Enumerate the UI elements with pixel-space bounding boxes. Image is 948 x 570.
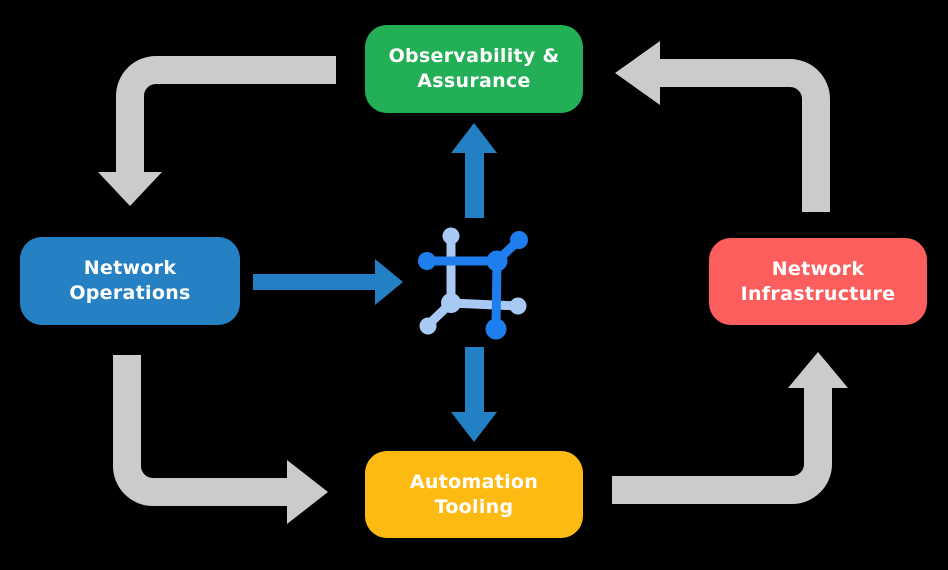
node-label-line1: Network	[83, 257, 177, 279]
network-mesh-icon-light-part	[419, 227, 527, 335]
node-label-line2: Infrastructure	[740, 282, 896, 305]
node-label-line2: Assurance	[417, 70, 531, 92]
node-label-line1: Observability &	[388, 45, 560, 67]
node-network-operations: Network Operations	[20, 237, 240, 325]
node-label-line2: Tooling	[434, 495, 514, 518]
node-automation-tooling: Automation Tooling	[365, 451, 583, 538]
cycle-arrow-tooling-to-infrastructure	[612, 352, 848, 504]
cycle-arrow-operations-to-tooling	[113, 355, 328, 524]
flow-arrow-operations-to-center	[253, 259, 403, 305]
network-mesh-icon	[418, 227, 528, 340]
cycle-arrow-infrastructure-to-observability	[615, 41, 830, 212]
node-network-infrastructure: Network Infrastructure	[709, 238, 927, 325]
flow-arrow-center-to-observability	[451, 123, 497, 218]
node-label-line1: Network	[771, 257, 865, 280]
node-label-line2: Operations	[69, 282, 191, 304]
network-mesh-icon-dark-part	[418, 231, 528, 340]
flow-arrow-center-to-tooling	[451, 347, 497, 442]
node-observability-assurance: Observability & Assurance	[365, 25, 583, 113]
cycle-arrow-observability-to-operations	[98, 56, 336, 206]
node-label-line1: Automation	[409, 470, 539, 493]
